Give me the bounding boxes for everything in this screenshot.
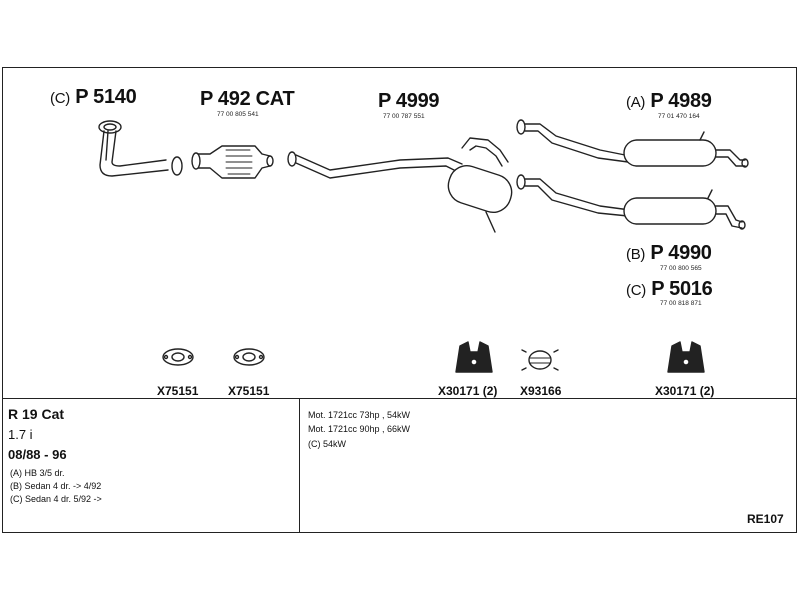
rubber-hanger-1-drawing [455,341,493,373]
catalytic-converter-drawing [191,145,274,179]
oem-number-p4989: 77 01 470 164 [658,113,700,120]
part-variant-prefix: (A) [626,94,646,111]
gasket-2-drawing [233,348,265,366]
part-number: P 5140 [75,86,137,108]
vehicle-engine: 1.7 i [8,427,33,442]
rubber-hanger-2-drawing [667,341,705,373]
part-label-p5016: (C) P 5016 [626,278,713,301]
variant-c: (C) Sedan 4 dr. 5/92 -> [10,494,102,504]
part-number: P 4989 [650,90,712,112]
diagram-frame [2,67,797,533]
part-number-p492cat: P 492 CAT [200,88,295,110]
clamp-drawing [521,349,559,371]
part-number: P 5016 [651,278,713,300]
gasket-1-drawing [162,348,194,366]
accessory-code-gasket-1: X75151 [157,384,199,398]
motor-line-3: (C) 54kW [308,439,346,449]
middle-silencer-drawing [287,137,513,233]
vehicle-model: R 19 Cat [8,406,65,422]
oem-number-p5016: 77 00 818 871 [660,300,702,307]
part-label-p4990: (B) P 4990 [626,242,712,265]
front-pipe-drawing [98,120,183,177]
accessory-code-hanger-1: X30171 (2) [438,384,498,398]
part-variant-prefix: (C) [626,282,646,299]
motor-line-1: Mot. 1721cc 73hp , 54kW [308,410,411,420]
variant-b: (B) Sedan 4 dr. -> 4/92 [10,481,102,491]
divider-vertical [299,398,300,533]
motor-line-2: Mot. 1721cc 90hp , 66kW [308,424,411,434]
part-number-p4999: P 4999 [378,90,440,112]
reference-code: RE107 [747,512,784,526]
part-variant-prefix: (B) [626,246,646,263]
rear-silencer-a-drawing [516,119,749,168]
accessory-code-clamp: X93166 [520,384,562,398]
part-number: P 4990 [650,242,712,264]
accessory-code-hanger-2: X30171 (2) [655,384,715,398]
oem-number-p4999: 77 00 787 551 [383,113,425,120]
variant-a: (A) HB 3/5 dr. [10,468,65,478]
part-variant-prefix: (C) [50,90,70,107]
oem-number-p492cat: 77 00 805 541 [217,111,259,118]
rear-silencer-b-drawing [516,174,746,230]
vehicle-years: 08/88 - 96 [8,447,67,462]
part-label-p5140: (C) P 5140 [50,86,137,109]
accessory-code-gasket-2: X75151 [228,384,270,398]
part-label-p4989: (A) P 4989 [626,90,712,113]
divider-horizontal [2,398,797,399]
oem-number-p4990: 77 00 800 565 [660,265,702,272]
